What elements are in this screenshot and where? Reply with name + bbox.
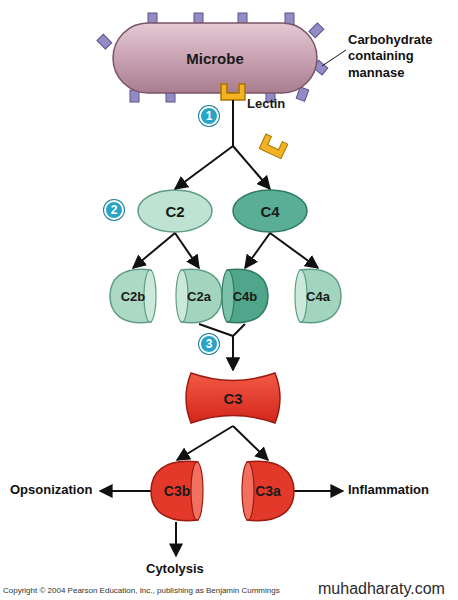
- reaction-arrow: [175, 100, 233, 189]
- callout-number: 2: [104, 200, 124, 220]
- complement-fragment: C3b: [151, 460, 203, 522]
- reaction-arrow: [245, 233, 270, 268]
- node-label: Microbe: [186, 50, 244, 67]
- complement-protein: C2: [137, 189, 213, 233]
- outcome-label: Opsonization: [10, 482, 92, 497]
- node-label: C3a: [255, 483, 281, 499]
- reaction-arrow: [270, 233, 318, 268]
- callout-number: 1: [199, 106, 219, 126]
- carbohydrate-symbol: [309, 23, 324, 38]
- annotation-label: Carbohydrate containing mannase: [348, 32, 456, 81]
- complement-protein: C3: [187, 370, 279, 426]
- node-label: C4a: [306, 289, 330, 304]
- copyright-note: Copyright © 2004 Pearson Education, Inc.…: [3, 586, 280, 595]
- complement-fragment: C2a: [176, 268, 222, 324]
- reaction-arrow: [233, 100, 270, 189]
- carbohydrate-symbol: [97, 34, 112, 49]
- outcome-arrow: [100, 490, 151, 492]
- complement-protein: C4: [232, 189, 308, 233]
- node-label: C2: [165, 203, 184, 220]
- outcome-label: Cytolysis: [146, 561, 204, 576]
- reaction-arrow: [177, 426, 233, 460]
- reaction-arrow: [233, 426, 268, 460]
- node-label: C4b: [233, 289, 258, 304]
- outcome-arrow: [294, 490, 343, 492]
- lectin-protein: Lectin: [221, 84, 245, 100]
- carbohydrate-symbols: [97, 13, 328, 102]
- node-label: C3: [223, 390, 242, 407]
- lectin-protein-outline: [221, 84, 245, 100]
- free-lectin-symbol: [259, 134, 288, 159]
- microbe-cell: Microbe: [112, 22, 318, 94]
- node-label: C2a: [187, 289, 211, 304]
- complement-fragment: C3a: [242, 460, 294, 522]
- node-label: C2b: [121, 289, 146, 304]
- reaction-arrow: [175, 233, 199, 268]
- outcome-label: Inflammation: [348, 482, 429, 497]
- reaction-arrow: [233, 324, 245, 370]
- callout-number: 3: [199, 334, 219, 354]
- node-label: Lectin: [247, 96, 285, 111]
- leader-line: [322, 50, 346, 66]
- reaction-arrow: [133, 233, 175, 268]
- outcome-arrow: [175, 522, 177, 556]
- watermark: muhadharaty.com: [318, 580, 445, 598]
- complement-fragment: C4b: [222, 268, 268, 324]
- complement-fragment: C2b: [110, 268, 156, 324]
- complement-fragment: C4a: [295, 268, 341, 324]
- reaction-arrow: [199, 324, 233, 370]
- node-label: C4: [260, 203, 279, 220]
- node-label: C3b: [164, 483, 190, 499]
